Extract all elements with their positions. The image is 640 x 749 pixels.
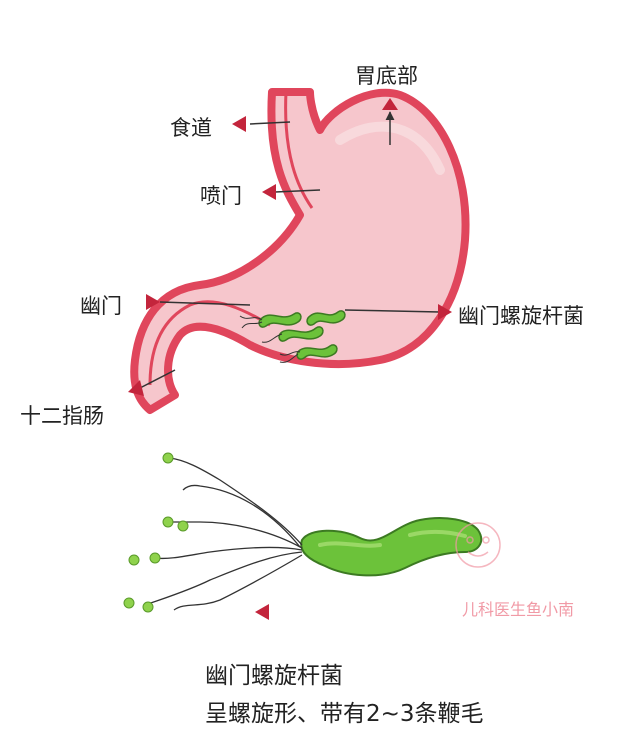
caption-line1: 幽门螺旋杆菌 (205, 663, 343, 689)
hp-arrow-icon (438, 304, 452, 320)
caption-line2: 呈螺旋形、带有2~3条鞭毛 (205, 701, 484, 727)
flagella-tips (123, 452, 189, 613)
esophagus-arrow-icon (232, 116, 246, 132)
label-cardia: 喷门 (200, 184, 242, 208)
stomach-bacteria (258, 310, 346, 360)
arrow-markers (128, 98, 452, 620)
caption-arrow-icon (255, 604, 269, 620)
stomach-flagella (239, 315, 301, 363)
stomach (130, 88, 470, 414)
fundus-arrow-icon (382, 98, 398, 110)
flagella (147, 457, 303, 611)
label-esophagus: 食道 (170, 116, 212, 140)
duodenum-arrow-icon (128, 380, 144, 396)
label-duodenum: 十二指肠 (20, 404, 104, 428)
label-fundus: 胃底部 (355, 64, 418, 88)
cardia-arrow-icon (262, 184, 276, 200)
watermark-text: 儿科医生鱼小南 (462, 600, 575, 619)
pylorus-arrow-icon (146, 294, 160, 310)
large-bacterium (300, 517, 483, 577)
watermark-logo (455, 522, 501, 568)
label-hp: 幽门螺旋杆菌 (458, 304, 584, 328)
label-pylorus: 幽门 (80, 294, 122, 318)
leader-lines (139, 111, 441, 389)
